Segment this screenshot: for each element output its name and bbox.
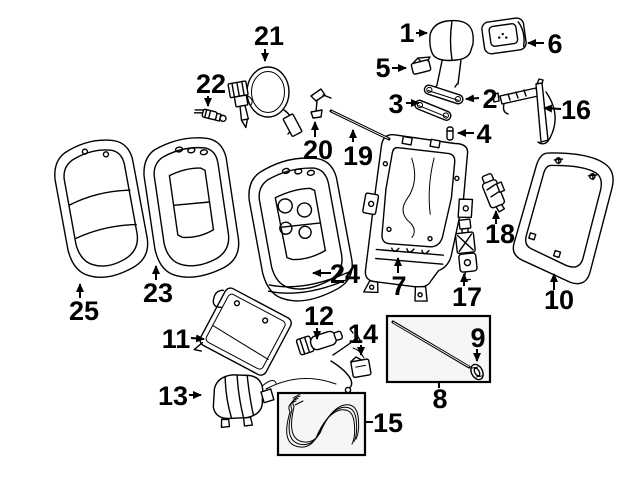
callout-15: 15	[366, 408, 403, 438]
callout-24-label: 24	[330, 259, 360, 289]
callout-6-label: 6	[547, 29, 562, 59]
callout-3-label: 3	[388, 89, 403, 119]
part-cable-kit-15	[276, 391, 367, 457]
part-grommet-9	[470, 363, 484, 381]
part-actuator-cable-12	[295, 328, 361, 394]
callout-3: 3	[388, 89, 420, 119]
callout-12: 12	[304, 301, 334, 340]
part-blower-motor-13	[212, 374, 277, 429]
callout-5-label: 5	[375, 53, 390, 83]
callout-14-label: 14	[348, 319, 378, 349]
callout-21-label: 21	[254, 21, 284, 51]
part-seat-cover-25	[54, 139, 149, 278]
callout-22: 22	[196, 69, 226, 107]
callout-20-label: 20	[303, 135, 333, 165]
callout-23-label: 23	[143, 278, 173, 308]
part-screw-22	[193, 108, 227, 123]
callout-10-label: 10	[544, 285, 574, 315]
part-torsion-rod-19	[329, 109, 391, 141]
callout-4-label: 4	[476, 119, 491, 149]
part-rod-kit-8	[385, 314, 492, 384]
callout-13: 13	[158, 381, 202, 411]
part-guide-sleeve-5	[410, 56, 432, 75]
part-seat-cover-23	[143, 137, 240, 278]
callout-7: 7	[391, 257, 407, 301]
part-seat-frame-7	[362, 133, 474, 302]
part-recliner-motor-17	[454, 218, 478, 281]
callout-2: 2	[465, 84, 498, 114]
part-cable-loop-21	[227, 66, 303, 138]
callout-1-label: 1	[399, 18, 414, 48]
part-back-board-11	[193, 287, 292, 376]
callout-19: 19	[343, 129, 373, 171]
callout-1: 1	[399, 18, 428, 48]
callout-24: 24	[312, 259, 360, 289]
callout-17: 17	[452, 273, 482, 312]
part-seat-cover-24	[248, 157, 353, 302]
part-pin-4	[446, 126, 454, 141]
callout-21: 21	[254, 21, 284, 62]
part-13-wire	[265, 378, 337, 390]
callout-20: 20	[303, 121, 333, 165]
callout-2-label: 2	[482, 84, 497, 114]
callout-10: 10	[544, 273, 574, 315]
callout-22-label: 22	[196, 69, 226, 99]
part-headrest-bezel-6	[481, 17, 527, 55]
callout-16-label: 16	[561, 95, 591, 125]
callout-5: 5	[375, 53, 407, 83]
callout-15-label: 15	[373, 408, 403, 438]
part-sensor-14	[349, 347, 372, 379]
callout-8: 8	[432, 382, 448, 414]
part-headrest-guide-2	[423, 84, 464, 105]
callout-23: 23	[143, 265, 173, 308]
callout-25-label: 25	[69, 296, 99, 326]
part-back-panel-10	[512, 152, 614, 285]
callout-12-label: 12	[304, 301, 334, 331]
callout-4: 4	[457, 119, 492, 149]
callout-6: 6	[527, 29, 563, 59]
callout-18-label: 18	[485, 219, 515, 249]
callout-25: 25	[69, 283, 99, 326]
callout-13-label: 13	[158, 381, 188, 411]
part-headrest-1	[429, 19, 474, 89]
part-headrest-guide-3	[414, 99, 452, 121]
callout-7-label: 7	[391, 271, 406, 301]
callout-16: 16	[543, 95, 591, 125]
callout-11: 11	[162, 324, 205, 354]
callout-9-label: 9	[470, 323, 485, 353]
callout-17-label: 17	[452, 282, 482, 312]
callout-14: 14	[348, 319, 378, 356]
callout-8-label: 8	[432, 384, 447, 414]
callout-19-label: 19	[343, 141, 373, 171]
part-bracket-16	[492, 78, 556, 145]
part-latch-20	[310, 88, 332, 119]
part-side-motor-18	[481, 173, 506, 213]
callout-11-label: 11	[162, 324, 191, 354]
callout-9: 9	[470, 323, 486, 362]
callout-18: 18	[485, 210, 515, 249]
